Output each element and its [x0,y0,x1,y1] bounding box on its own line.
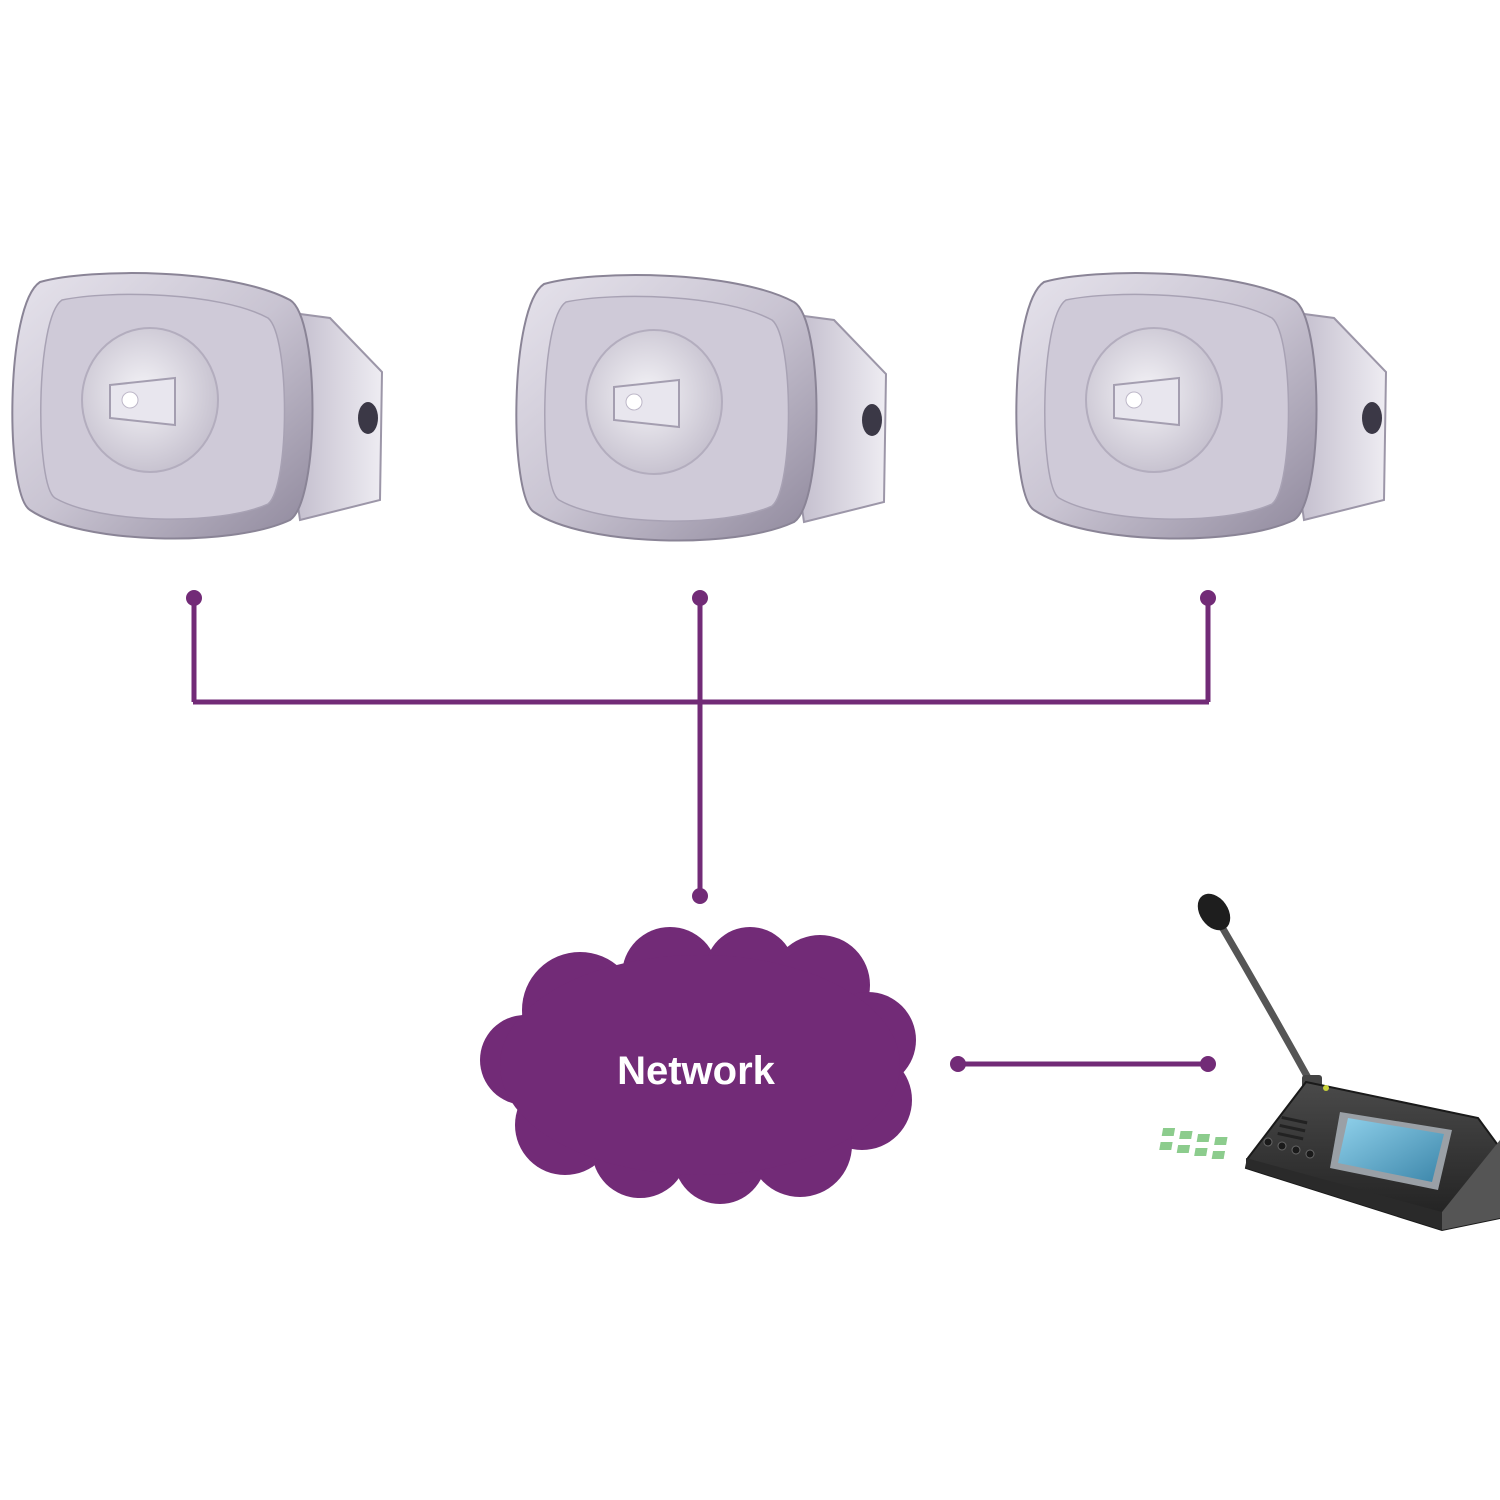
speaker-center [515,274,887,542]
connector-dot [950,1056,966,1072]
network-cloud: Network [480,927,916,1204]
speaker-right [1015,272,1387,540]
connector-dot [692,888,708,904]
network-label: Network [617,1049,776,1093]
paging-microphone-console-icon [1159,893,1500,1232]
paging-console [1159,893,1500,1232]
horn-speaker-icon [11,272,384,540]
cloud-icon [480,927,916,1204]
horn-speaker-icon [1015,272,1387,540]
connector-dot [1200,590,1216,606]
connection-lines [191,598,1211,1067]
connector-dot [692,590,708,606]
connection-dots [186,590,1216,1072]
connector-dot [186,590,202,606]
speaker-left [11,272,384,540]
horn-speaker-icon [515,274,887,542]
connector-dot [1200,1056,1216,1072]
